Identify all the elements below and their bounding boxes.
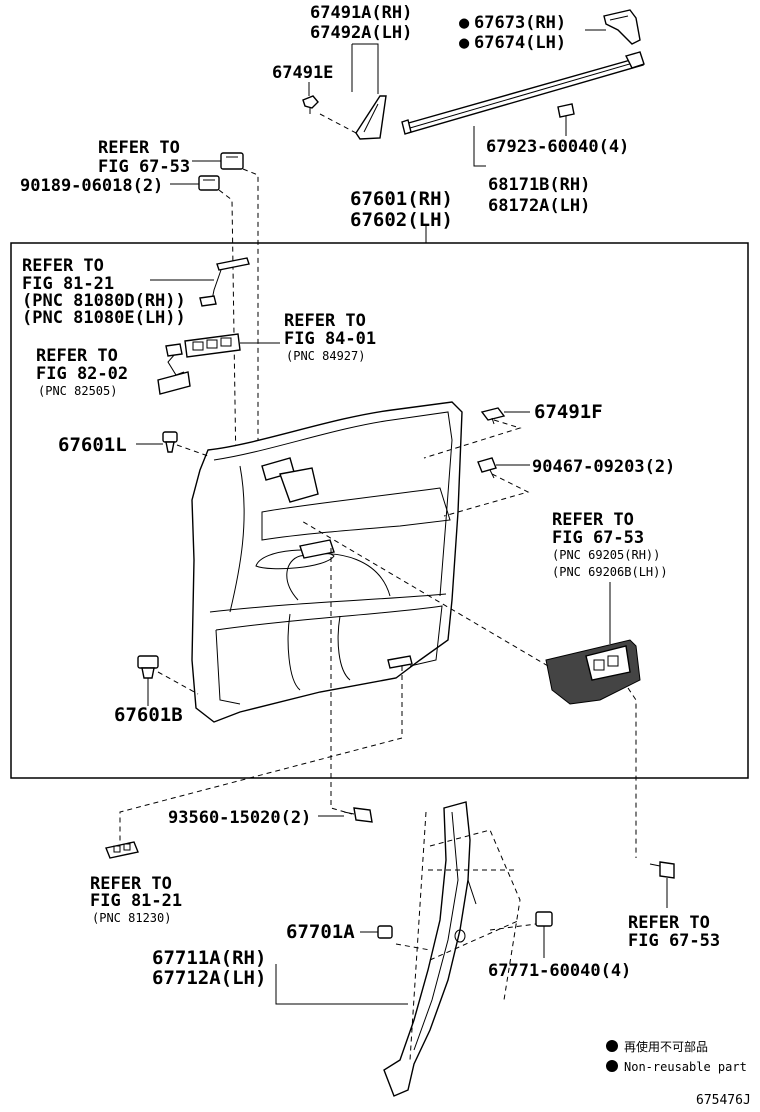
clip-67491f-icon (423, 407, 530, 459)
legend-marker-icon (606, 1040, 618, 1052)
door-trim-panel-part (191, 401, 463, 723)
clip-90189-icon (170, 175, 237, 471)
ref-label: REFER TO (36, 346, 118, 366)
belt-moulding-part (401, 51, 645, 135)
clip-67701a-icon (360, 925, 393, 939)
moulding-end-cap-part (585, 9, 641, 45)
power-window-switch-part (184, 333, 280, 358)
diagram-code: 675476J (696, 1093, 751, 1108)
part-number-67674: 67674(LH) (474, 33, 566, 53)
assembly-frame (10, 242, 749, 779)
part-number-67601l: 67601L (58, 434, 127, 456)
ref-label: REFER TO (22, 256, 104, 276)
part-number-90189: 90189-06018(2) (20, 176, 163, 196)
part-number-67771: 67771-60040(4) (488, 961, 631, 981)
legend: 再使用不可部品 Non-reusable part (606, 1039, 747, 1074)
part-number-68172a: 68172A(LH) (488, 196, 590, 216)
part-number-67602: 67602(LH) (350, 209, 453, 231)
clip-67601b-icon (137, 655, 199, 706)
part-number-67711a: 67711A(RH) (152, 947, 266, 969)
part-number-67491f: 67491F (534, 401, 603, 423)
ref-pnc-label: (PNC 81080E(LH)) (22, 308, 186, 328)
ref-pnc-label: (PNC 82505) (38, 384, 117, 398)
part-number-67712a: 67712A(LH) (152, 967, 266, 989)
part-number-67601b: 67601B (114, 704, 183, 726)
clip-67491e-icon (302, 82, 319, 114)
legend-text-en: Non-reusable part (624, 1060, 747, 1074)
part-number-90467: 90467-09203(2) (532, 457, 675, 477)
part-number-67492a: 67492A(LH) (310, 23, 412, 43)
non-reusable-marker: ● (459, 33, 470, 53)
part-number-68171b: 68171B(RH) (488, 175, 590, 195)
part-number-67601: 67601(RH) (350, 188, 453, 210)
legend-marker-icon (606, 1060, 618, 1072)
ref-pnc-label: (PNC 69205(RH)) (552, 548, 660, 562)
ref-label: REFER TO (90, 874, 172, 894)
courtesy-lamp-harness-part (150, 257, 250, 307)
ref-label: REFER TO (98, 138, 180, 158)
screw-93560-icon (318, 807, 373, 823)
part-number-67923: 67923-60040(4) (486, 137, 629, 157)
courtesy-lamp-ref-8121-part (105, 841, 139, 859)
ref-pnc-label: (PNC 84927) (286, 349, 365, 363)
clip-67601l-icon (136, 431, 209, 457)
screw-90467-icon (443, 457, 530, 517)
ref-label: FIG 82-02 (36, 364, 128, 384)
ref-pnc-label: (PNC 81230) (92, 911, 171, 925)
ref-label: FIG 67-53 (552, 528, 644, 548)
legend-text-jp: 再使用不可部品 (624, 1039, 708, 1054)
door-switch-bezel-part (299, 519, 641, 705)
non-reusable-marker: ● (459, 13, 470, 33)
clip-ref-6753-icon (192, 152, 259, 470)
ref-pnc-label: (PNC 81080D(RH)) (22, 291, 186, 311)
clip-67771-icon (535, 911, 553, 958)
speaker-harness-part (157, 343, 191, 395)
part-number-93560: 93560-15020(2) (168, 808, 311, 828)
corner-garnish-part (319, 43, 387, 140)
ref-label: FIG 84-01 (284, 329, 376, 349)
ref-label: REFER TO (284, 311, 366, 331)
part-number-67673: 67673(RH) (474, 13, 566, 33)
ref-label: REFER TO (552, 510, 634, 530)
screw-ref-6753-icon (649, 861, 675, 908)
ref-label: FIG 67-53 (628, 931, 720, 951)
part-number-67701a: 67701A (286, 921, 355, 943)
ref-label: FIG 81-21 (90, 891, 182, 911)
ref-label: FIG 67-53 (98, 157, 190, 177)
ref-label: FIG 81-21 (22, 274, 114, 294)
part-number-67491a: 67491A(RH) (310, 3, 412, 23)
moulding-clip-icon (557, 103, 575, 136)
ref-pnc-label: (PNC 69206B(LH)) (552, 565, 668, 579)
part-number-67491e: 67491E (272, 63, 333, 83)
ref-label: REFER TO (628, 913, 710, 933)
scuff-plate-part (383, 801, 477, 1097)
